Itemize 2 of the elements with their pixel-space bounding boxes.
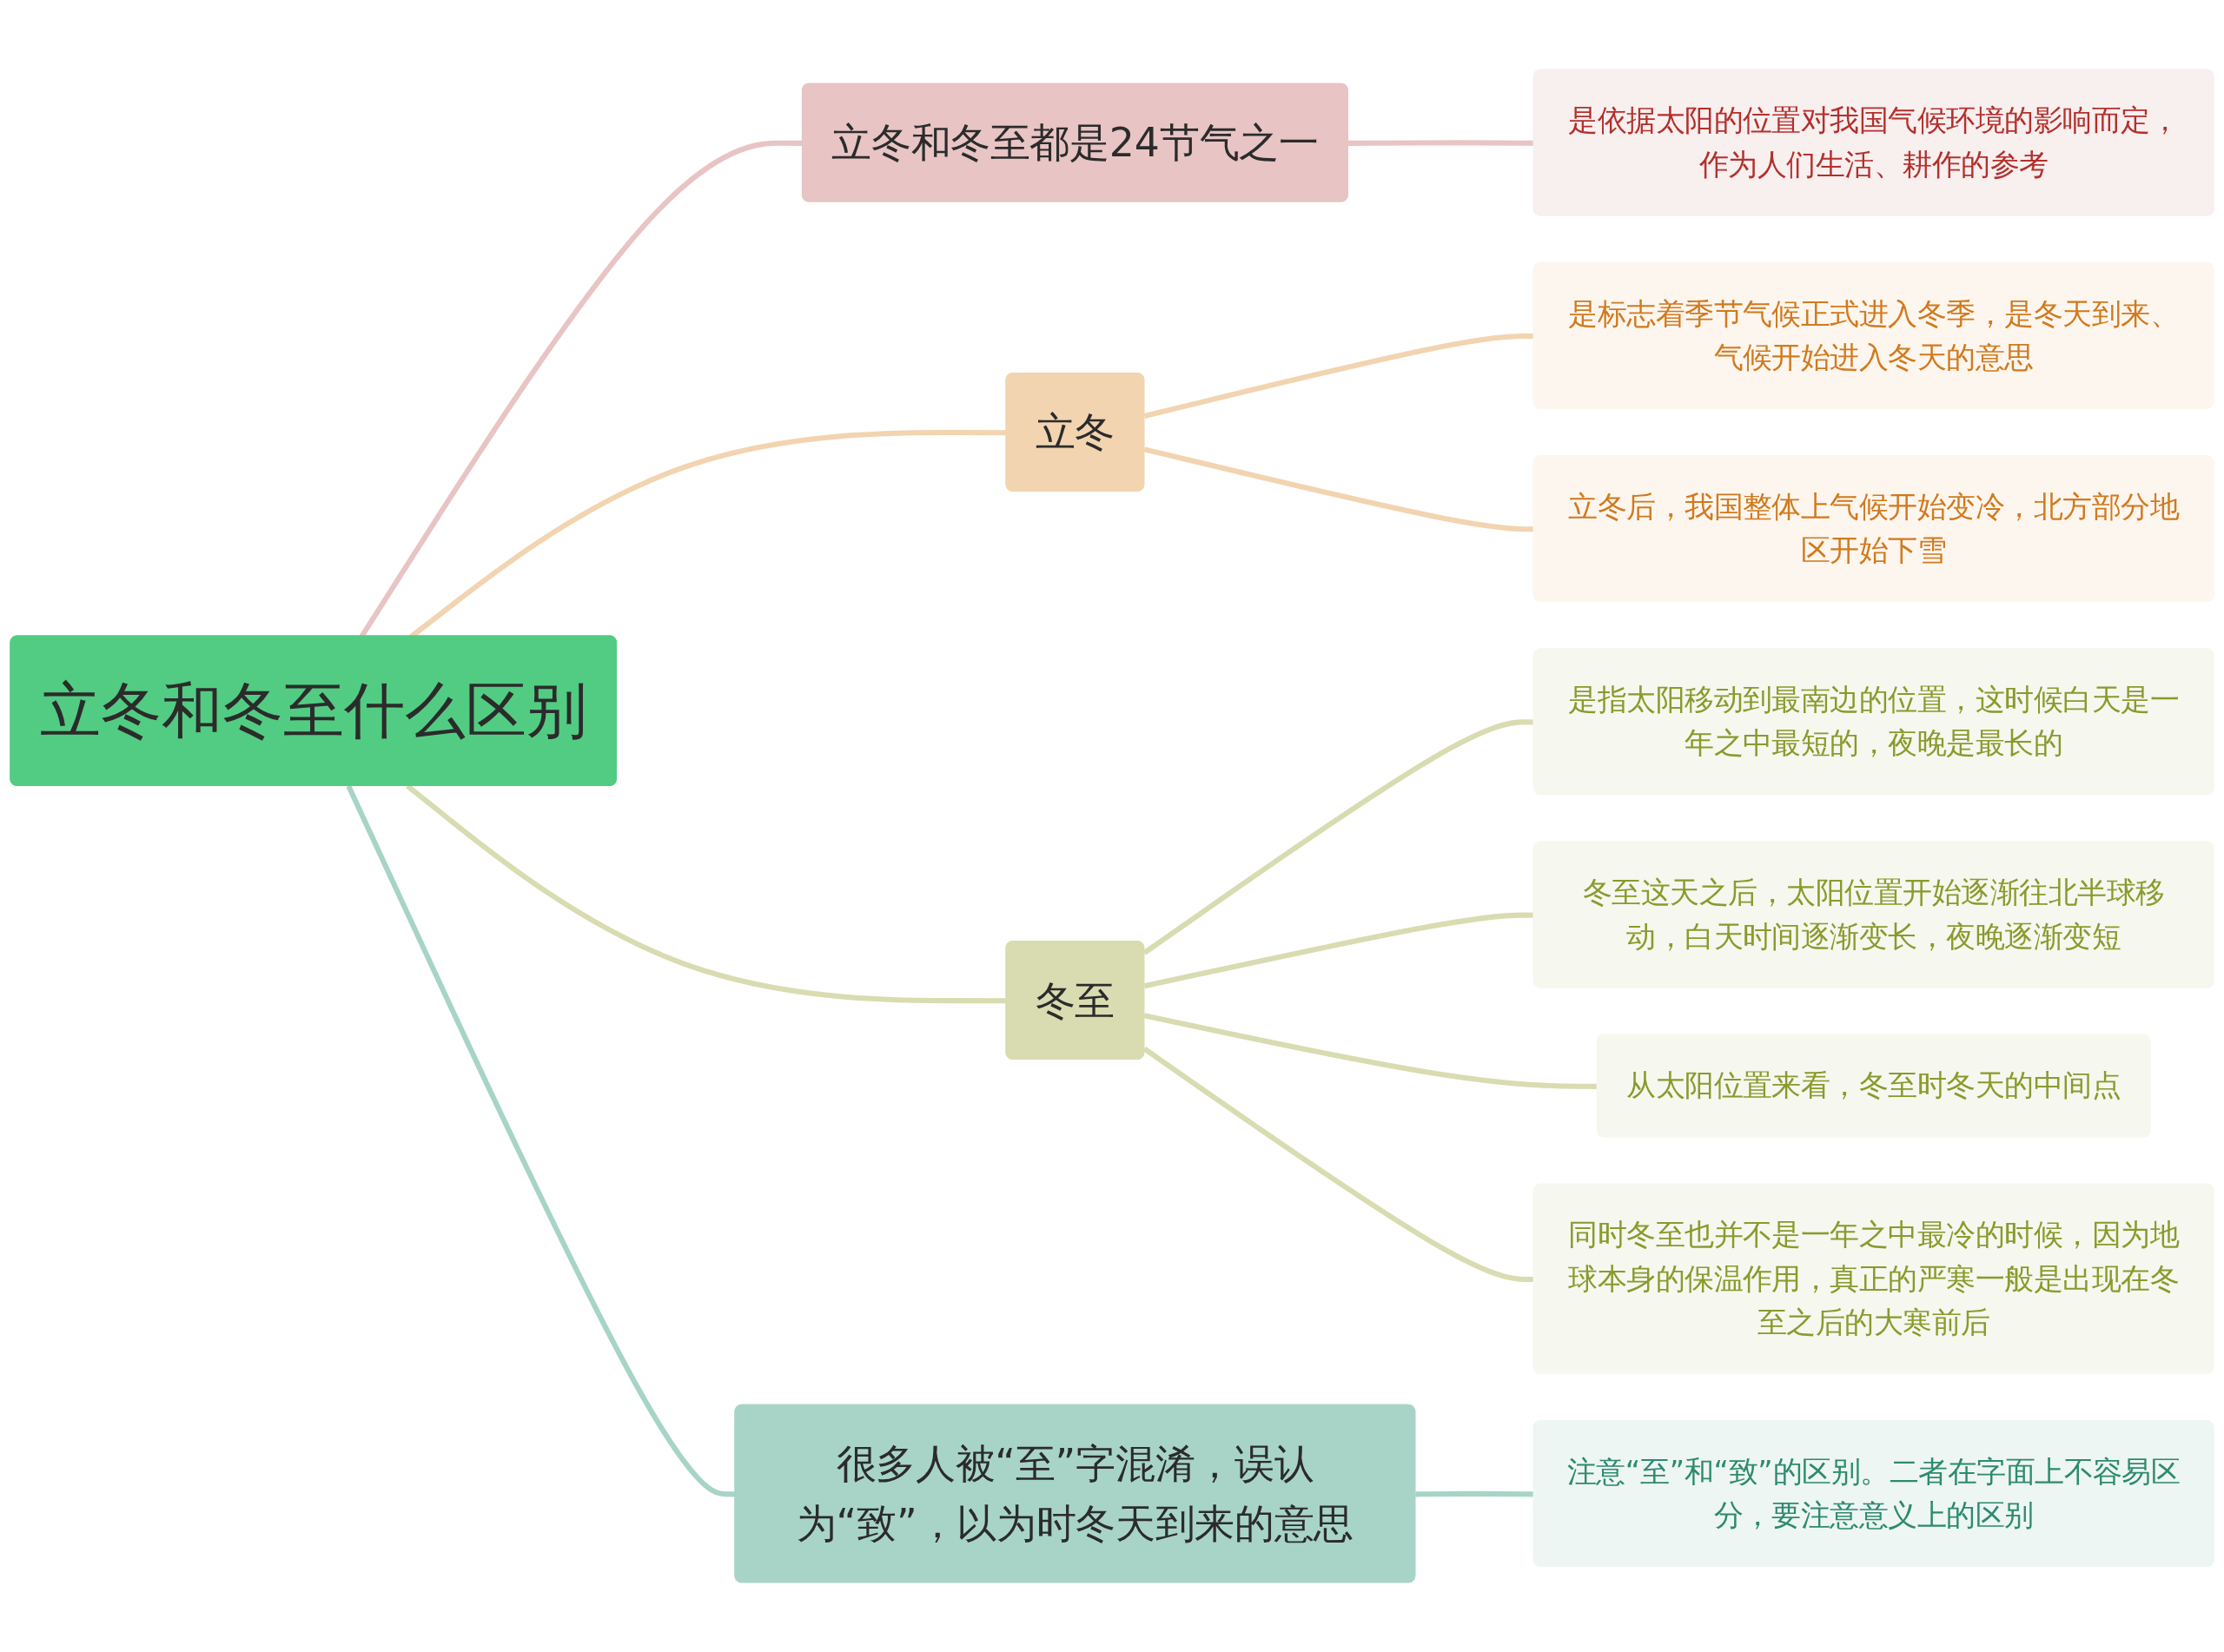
- connector: [1415, 1490, 1535, 1497]
- connector: [1347, 140, 1535, 146]
